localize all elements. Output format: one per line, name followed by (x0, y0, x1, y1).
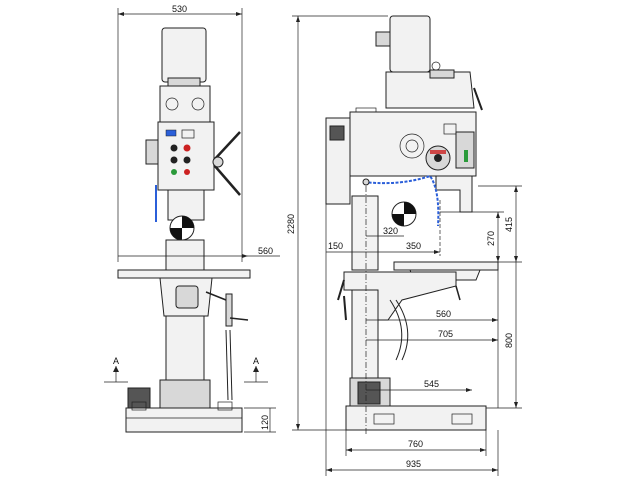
side-view (325, 15, 499, 431)
side-base (345, 405, 487, 431)
section-label-left: A (113, 356, 119, 366)
dim-935: 935 (406, 459, 421, 469)
front-base (125, 407, 243, 433)
front-table (117, 269, 251, 279)
panel-button-1 (170, 144, 178, 152)
front-coolant-pump (127, 387, 151, 409)
feed-handle-upper (213, 131, 241, 161)
dim-560-front: 560 (258, 246, 273, 256)
dim-320: 320 (383, 226, 398, 236)
front-dimensions: 530 560 A A 120 (104, 4, 280, 433)
dim-350: 350 (406, 241, 421, 251)
side-motor-terminal (375, 31, 391, 47)
dim-150: 150 (328, 241, 343, 251)
front-left-fitting (145, 139, 159, 165)
front-motor-flange (167, 77, 201, 87)
dim-120: 120 (260, 415, 270, 430)
dim-270: 270 (486, 231, 496, 246)
side-dimensions: 2280 150 320 350 270 415 560 705 (286, 15, 522, 476)
side-spindle-sleeve (435, 175, 473, 213)
front-column-foot (159, 379, 211, 411)
coolant-hose-side (363, 174, 440, 227)
dim-760: 760 (408, 439, 423, 449)
front-gear-head (159, 85, 211, 123)
dim-705: 705 (438, 329, 453, 339)
front-motor (161, 27, 207, 83)
dim-415: 415 (504, 217, 514, 232)
dim-560-side: 560 (436, 309, 451, 319)
side-motor (389, 15, 431, 73)
side-table (393, 261, 499, 271)
dim-545: 545 (424, 379, 439, 389)
side-column-upper (351, 195, 379, 271)
section-label-right: A (253, 356, 259, 366)
dim-530: 530 (172, 4, 187, 14)
dim-2280: 2280 (286, 214, 296, 234)
front-column-upper (165, 239, 205, 271)
dim-800: 800 (504, 333, 514, 348)
front-spindle-housing (167, 189, 205, 221)
panel-button-red (183, 144, 191, 152)
front-table-crank (225, 293, 233, 327)
panel-button-green (171, 169, 177, 175)
feed-handle-lower (213, 164, 241, 196)
brand-logo (165, 129, 177, 137)
front-view (117, 27, 251, 433)
